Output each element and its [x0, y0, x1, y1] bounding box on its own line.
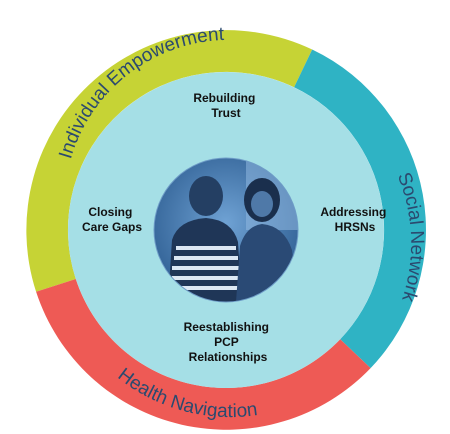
label-addressing-hrsns: Addressing HRSNs [320, 205, 389, 234]
ring-segment-health-navigation [36, 279, 371, 430]
ring-segment-social-network [294, 49, 426, 369]
label-closing-care-gaps: Closing Care Gaps [82, 205, 142, 234]
photo-border [153, 157, 299, 303]
label-rebuilding-trust: Rebuilding Trust [193, 91, 258, 120]
ring-segment-individual-empowerment [26, 30, 313, 292]
two-people-photo-icon [154, 158, 298, 302]
label-reestablishing-pcp-relationships: Reestablishing PCP Relationships [184, 320, 273, 364]
